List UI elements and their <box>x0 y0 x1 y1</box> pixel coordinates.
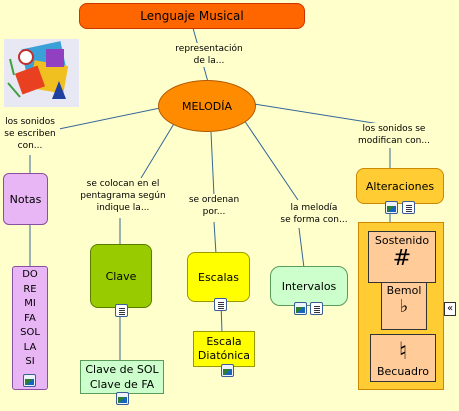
clave-fa: Clave de FA <box>89 378 155 391</box>
collapse-button[interactable]: « <box>444 302 456 316</box>
note-sol: SOL <box>20 327 40 338</box>
note-mi: MI <box>24 298 36 309</box>
clave-sol: Clave de SOL <box>85 363 159 376</box>
image-icon[interactable] <box>221 364 234 377</box>
notas-list[interactable]: DO RE MI FA SOL LA SI <box>12 266 48 390</box>
sostenido-label: Sostenido <box>374 234 430 247</box>
becuadro-label: Becuadro <box>376 365 430 378</box>
link-ordenan: se ordenan por... <box>184 194 244 218</box>
document-icon[interactable] <box>214 298 227 311</box>
document-icon[interactable] <box>115 304 128 317</box>
link-sonidos-escriben: los sonidos se escriben con... <box>0 116 60 152</box>
clave-node[interactable]: Clave <box>90 244 152 308</box>
note-fa: FA <box>24 312 36 324</box>
melodia-node[interactable]: MELODÍA <box>158 80 256 132</box>
document-icon[interactable] <box>402 201 415 214</box>
note-do: DO <box>22 269 38 280</box>
document-icon[interactable] <box>310 302 323 315</box>
notas-node[interactable]: Notas <box>3 173 48 225</box>
bemol-card[interactable]: Bemol ♭ <box>381 282 427 330</box>
alteraciones-node[interactable]: Alteraciones <box>356 168 444 204</box>
flat-icon: ♭ <box>399 296 409 317</box>
link-forma: la melodía se forma con... <box>274 202 354 226</box>
title-box[interactable]: Lenguaje Musical <box>79 3 305 29</box>
image-icon[interactable] <box>385 201 398 214</box>
sostenido-card[interactable]: Sostenido # <box>368 231 436 283</box>
image-icon[interactable] <box>294 302 307 315</box>
note-re: RE <box>23 283 37 295</box>
bemol-label: Bemol <box>386 284 422 297</box>
escala-diatonica-node[interactable]: Escala Diatónica <box>193 331 255 367</box>
note-si: SI <box>25 356 35 367</box>
image-icon[interactable] <box>23 374 36 387</box>
link-modifican: los sonidos se modifican con... <box>352 123 436 147</box>
clave-list[interactable]: Clave de SOL Clave de FA <box>80 360 164 394</box>
natural-icon: ♮ <box>398 337 408 365</box>
becuadro-card[interactable]: ♮ Becuadro <box>370 334 436 382</box>
link-colocan: se colocan en el pentagrama según indiqu… <box>78 178 168 214</box>
sharp-icon: # <box>392 246 412 271</box>
intervalos-node[interactable]: Intervalos <box>270 266 348 306</box>
escalas-node[interactable]: Escalas <box>187 252 250 302</box>
link-representacion: representación de la... <box>164 43 254 67</box>
note-la: LA <box>23 341 37 353</box>
music-clipart-image <box>4 39 79 107</box>
image-icon[interactable] <box>116 392 129 405</box>
